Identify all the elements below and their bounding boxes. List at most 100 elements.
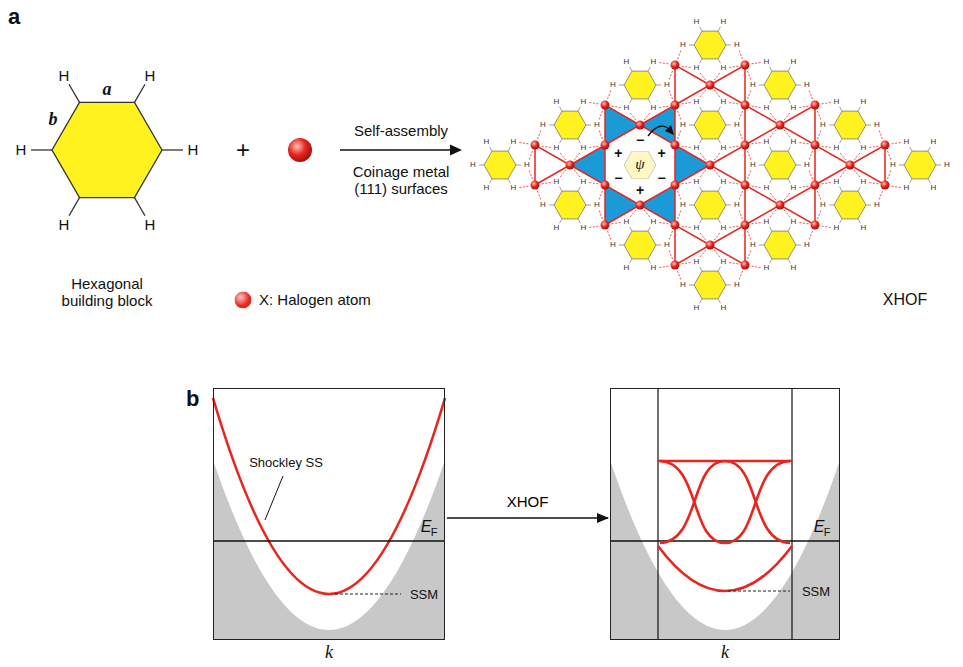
halogen-bond bbox=[713, 249, 720, 257]
ch-bond bbox=[928, 179, 931, 183]
process-arrow bbox=[447, 517, 608, 518]
atom-label: H bbox=[734, 120, 740, 129]
atom-label: H bbox=[874, 120, 880, 129]
phase-sign: + bbox=[658, 144, 666, 160]
phase-sign: − bbox=[614, 169, 622, 185]
ch-bond bbox=[508, 147, 511, 151]
halogen-bond bbox=[750, 106, 761, 108]
shockley-band bbox=[213, 398, 445, 594]
ch-bond bbox=[689, 205, 694, 206]
atom-label: H bbox=[540, 120, 546, 129]
atom-label: H bbox=[651, 217, 657, 226]
ch-bond bbox=[656, 245, 661, 246]
atom-label: H bbox=[680, 200, 686, 209]
kagome-triangle bbox=[710, 145, 745, 185]
halogen-bond bbox=[747, 230, 751, 240]
ch-bond bbox=[858, 187, 861, 191]
ch-bond bbox=[619, 85, 624, 86]
hexagon-block bbox=[52, 102, 162, 197]
halogen-bond bbox=[750, 143, 761, 145]
halogen-bond bbox=[770, 129, 777, 137]
atom-label: H bbox=[791, 104, 797, 113]
ch-bond bbox=[770, 147, 773, 151]
hexagon-molecule bbox=[624, 71, 656, 99]
halogen-atom bbox=[531, 141, 540, 150]
halogen-atom bbox=[811, 221, 820, 230]
ch-bond bbox=[700, 299, 703, 303]
halogen-atom bbox=[566, 161, 575, 170]
halogen-atom bbox=[741, 101, 750, 110]
ch-bond bbox=[788, 227, 791, 231]
atom-label: H bbox=[145, 216, 156, 233]
atom-label: H bbox=[59, 67, 70, 84]
halogen-bond bbox=[739, 51, 743, 61]
halogen-bond bbox=[659, 106, 670, 108]
halogen-bond bbox=[817, 211, 821, 221]
atom-label: H bbox=[791, 137, 797, 146]
atom-label: H bbox=[861, 144, 867, 153]
halogen-atom bbox=[881, 181, 890, 190]
halogen-atom bbox=[706, 161, 715, 170]
halogen-bond bbox=[853, 153, 860, 161]
atom-label: H bbox=[834, 224, 840, 233]
hexagon-molecule bbox=[764, 71, 796, 99]
atom-label: H bbox=[764, 137, 770, 146]
zone-boundary bbox=[657, 388, 658, 640]
halogen-atom bbox=[601, 101, 610, 110]
halogen-bond bbox=[840, 169, 847, 177]
ch-bond bbox=[796, 165, 801, 166]
band-label: SSM bbox=[802, 585, 830, 600]
kagome-triangle bbox=[710, 225, 745, 265]
atom-label: H bbox=[694, 97, 700, 106]
atom-label: H bbox=[610, 80, 616, 89]
blue-triangle bbox=[640, 105, 675, 145]
ch-bond bbox=[840, 187, 843, 191]
ch-bond bbox=[508, 179, 511, 183]
ch-bond bbox=[718, 27, 721, 31]
atom-label: H bbox=[484, 137, 490, 146]
ch-bond bbox=[700, 187, 703, 191]
ch-bond bbox=[648, 99, 651, 103]
halogen-bond bbox=[817, 190, 821, 200]
atom-label: H bbox=[764, 57, 770, 66]
hexagon-molecule bbox=[694, 31, 726, 59]
halogen-atom bbox=[846, 161, 855, 170]
atom-label: H bbox=[694, 64, 700, 73]
halogen-bond bbox=[680, 146, 691, 148]
atom-label: H bbox=[721, 144, 727, 153]
halogen-atom bbox=[671, 221, 680, 230]
ch-bond bbox=[586, 125, 591, 126]
band-plot: EFSSM bbox=[610, 388, 840, 640]
kagome-triangle bbox=[535, 145, 570, 185]
halogen-bond bbox=[677, 131, 681, 141]
atom-label: H bbox=[680, 40, 686, 49]
state-label: ψ bbox=[635, 156, 644, 173]
ch-bond bbox=[899, 165, 904, 166]
atom-label: H bbox=[581, 177, 587, 186]
atom-label: H bbox=[145, 67, 156, 84]
ch-bond bbox=[726, 285, 731, 286]
halogen-atom bbox=[671, 101, 680, 110]
ch-bond bbox=[549, 125, 554, 126]
ch-bond bbox=[829, 205, 834, 206]
halogen-bond bbox=[519, 186, 530, 188]
halogen-bond bbox=[599, 190, 603, 200]
ch-bond bbox=[788, 179, 791, 183]
halogen-bond bbox=[887, 171, 891, 181]
halogen-atom bbox=[671, 61, 680, 70]
halogen-bond bbox=[700, 89, 707, 97]
halogen-bond bbox=[809, 150, 813, 160]
atom-label: H bbox=[651, 57, 657, 66]
ch-bond bbox=[578, 187, 581, 191]
halogen-bond bbox=[799, 186, 810, 188]
atom-label: H bbox=[59, 216, 70, 233]
halogen-bond bbox=[799, 106, 810, 108]
halogen-bond bbox=[659, 63, 670, 65]
halogen-bond bbox=[607, 230, 611, 240]
ch-bond bbox=[578, 107, 581, 111]
hexagon-molecule bbox=[554, 191, 586, 219]
halogen-bond bbox=[879, 131, 883, 141]
halogen-bond bbox=[610, 223, 621, 225]
atom-label: H bbox=[484, 184, 490, 193]
halogen-bond bbox=[589, 226, 600, 228]
